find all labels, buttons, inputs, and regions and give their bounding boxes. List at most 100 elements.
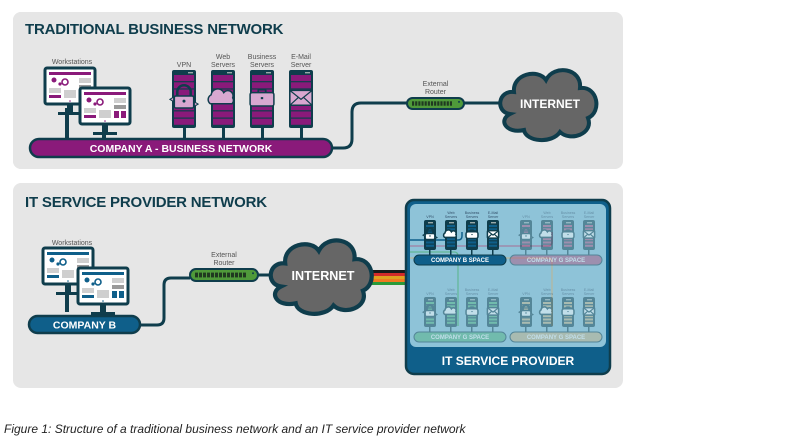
screen-block bbox=[62, 270, 74, 278]
provider-inner bbox=[410, 204, 606, 347]
vpn-arrows bbox=[421, 233, 439, 240]
server-slot bbox=[522, 241, 530, 244]
server-slot bbox=[426, 228, 434, 231]
company-space: VPNWebServersBusinessServersE-MailServer… bbox=[509, 211, 603, 266]
server-drop bbox=[471, 250, 473, 257]
server-label: E-Mail bbox=[488, 211, 498, 215]
router-port bbox=[437, 101, 440, 106]
server-leds bbox=[491, 222, 496, 224]
lock-icon bbox=[517, 226, 535, 241]
gear-small-icon bbox=[91, 282, 95, 286]
briefcase-handle bbox=[469, 306, 475, 311]
server-slot bbox=[543, 311, 551, 314]
server-body bbox=[541, 220, 553, 250]
company-space: VPNWebServersBusinessServersE-MailServer… bbox=[413, 288, 507, 343]
server-slot bbox=[564, 311, 572, 314]
server-label: Web bbox=[447, 288, 454, 292]
server-label: Server bbox=[488, 292, 499, 296]
cloud-shape bbox=[498, 68, 599, 142]
space-server bbox=[517, 297, 535, 327]
chat-icon bbox=[49, 257, 55, 263]
router-port bbox=[195, 272, 198, 278]
server-slot bbox=[522, 302, 530, 305]
server-slot bbox=[585, 308, 593, 311]
screen-button bbox=[49, 95, 61, 98]
server-leds bbox=[428, 222, 433, 224]
server-drop bbox=[429, 250, 431, 257]
server-leds bbox=[470, 299, 475, 301]
server-label: VPN bbox=[522, 292, 530, 296]
server-slot bbox=[522, 238, 530, 241]
cable bbox=[300, 101, 407, 150]
envelope-icon bbox=[582, 229, 596, 239]
server-slot bbox=[543, 234, 551, 237]
server-slot bbox=[543, 231, 551, 234]
server-slot bbox=[489, 308, 497, 311]
briefcase-clasp bbox=[260, 97, 264, 100]
server-leds bbox=[545, 299, 550, 301]
briefcase-icon bbox=[249, 88, 275, 107]
server-slot bbox=[447, 244, 455, 247]
server-slot bbox=[489, 321, 497, 324]
server-label: Business bbox=[561, 288, 576, 292]
router-port bbox=[231, 272, 234, 278]
server-slot bbox=[522, 228, 530, 231]
screen-block bbox=[114, 98, 126, 103]
server-body bbox=[445, 297, 457, 327]
server-slot bbox=[426, 302, 434, 305]
server-slot bbox=[468, 318, 476, 321]
server-slot bbox=[585, 321, 593, 324]
server-label: Server bbox=[584, 292, 595, 296]
screen-header-bar bbox=[82, 272, 124, 275]
cloud-icon bbox=[442, 306, 457, 316]
screen-block bbox=[77, 258, 89, 263]
server-leds bbox=[449, 299, 454, 301]
screen-block bbox=[112, 285, 124, 289]
server-label: E-Mail bbox=[584, 211, 594, 215]
server-slot bbox=[291, 104, 311, 111]
server-label: Servers bbox=[445, 215, 458, 219]
server-slot bbox=[543, 305, 551, 308]
server-drop bbox=[183, 128, 186, 141]
briefcase-clasp bbox=[567, 234, 569, 236]
server-slot bbox=[564, 302, 572, 305]
space-link bbox=[410, 232, 553, 247]
cloud-shape bbox=[538, 306, 553, 316]
server-body bbox=[466, 297, 478, 327]
server-leds bbox=[587, 299, 592, 301]
keyhole bbox=[182, 99, 186, 103]
screen-header-bar bbox=[47, 252, 89, 255]
internet-cloud: INTERNET bbox=[268, 238, 374, 316]
server-label: Server bbox=[488, 215, 499, 219]
envelope-body bbox=[486, 306, 500, 316]
server-label: Servers bbox=[211, 62, 236, 69]
router-port bbox=[421, 101, 424, 106]
server-leds bbox=[524, 299, 529, 301]
server-label: Servers bbox=[562, 292, 575, 296]
server-label: Business bbox=[561, 211, 576, 215]
server-slot bbox=[426, 241, 434, 244]
router-port bbox=[430, 101, 434, 106]
server-slot bbox=[447, 241, 455, 244]
cloud-shape bbox=[268, 238, 374, 316]
server-slot bbox=[426, 308, 434, 311]
cloud-shape bbox=[442, 229, 457, 239]
server-label: VPN bbox=[426, 215, 434, 219]
server-drop bbox=[450, 327, 452, 334]
router-led bbox=[252, 272, 254, 275]
server-slot bbox=[522, 311, 530, 314]
screen-block bbox=[97, 290, 109, 298]
internet-label: INTERNET bbox=[292, 269, 355, 283]
server-drop bbox=[471, 327, 473, 334]
server-body bbox=[562, 297, 574, 327]
screen-block bbox=[114, 105, 126, 109]
server-slot bbox=[522, 321, 530, 324]
workstations-label: Workstations bbox=[52, 59, 93, 66]
keyhole bbox=[429, 312, 431, 314]
network-bar-label: COMPANY A - BUSINESS NETWORK bbox=[90, 143, 273, 155]
cloud-icon bbox=[538, 306, 553, 316]
screen-header-bar bbox=[49, 72, 91, 75]
envelope-icon bbox=[582, 306, 596, 316]
server-drop bbox=[492, 327, 494, 334]
screen-block bbox=[64, 90, 76, 98]
